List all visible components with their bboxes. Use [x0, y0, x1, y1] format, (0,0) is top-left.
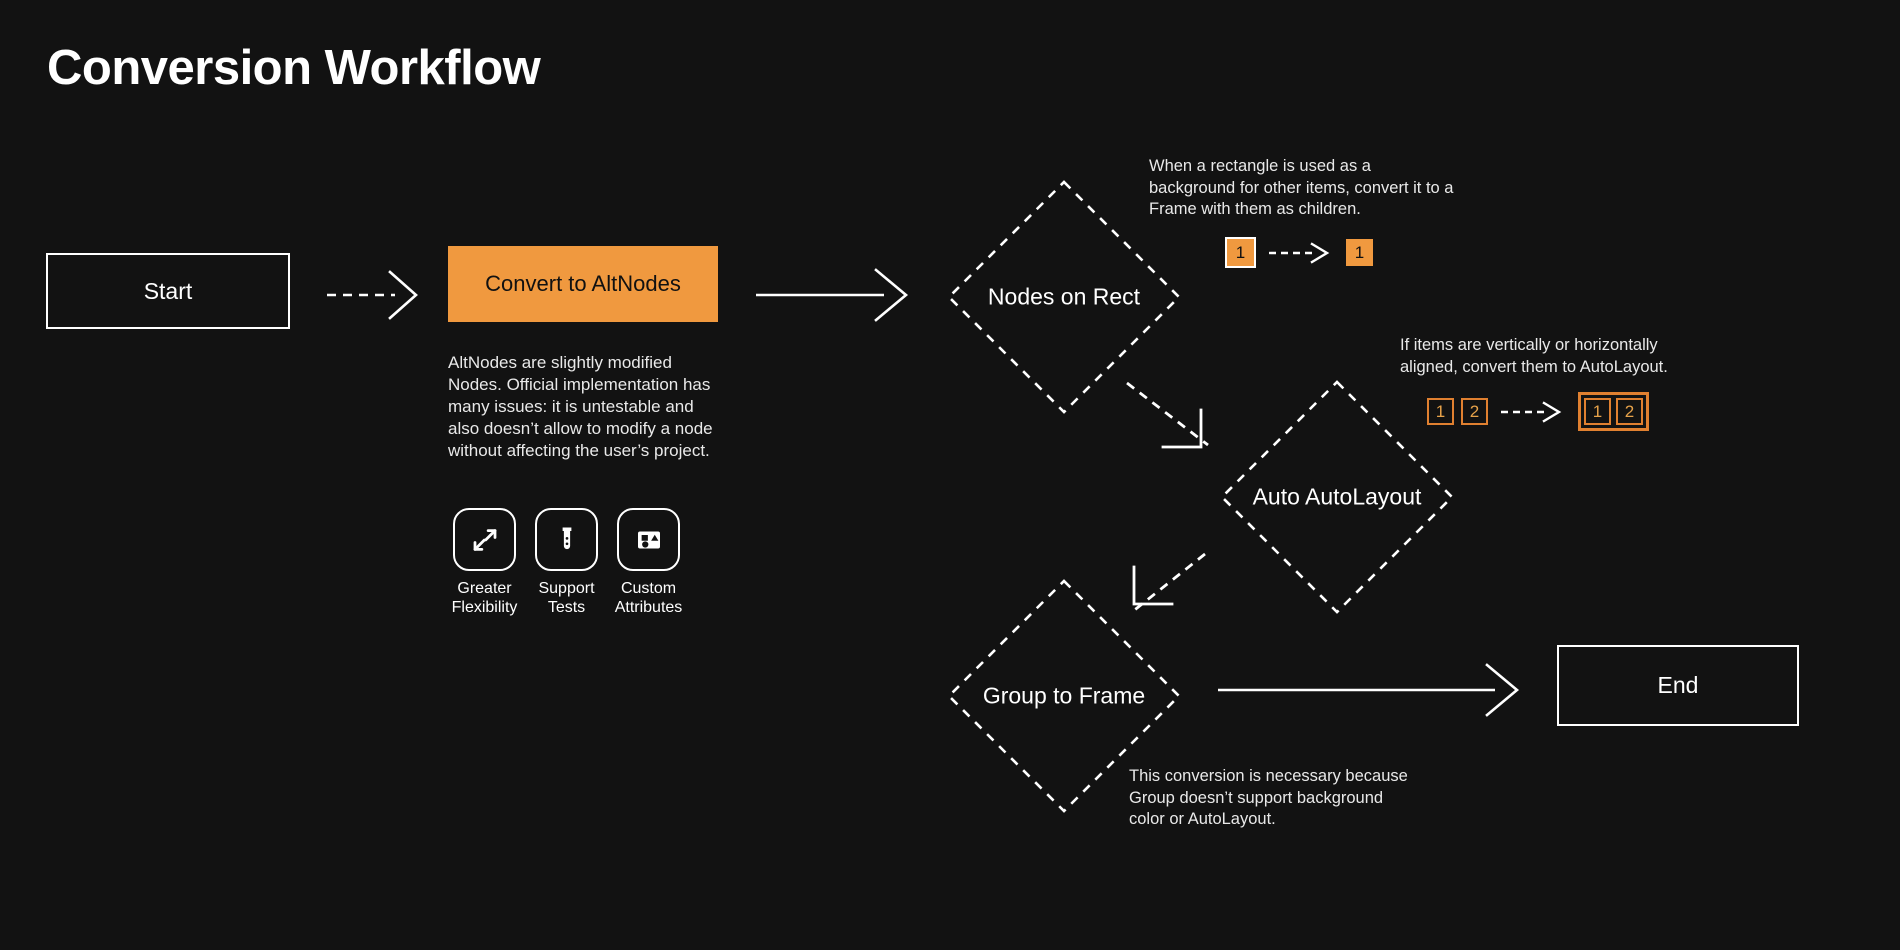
mini-arrow-icon [1501, 400, 1562, 423]
feature-greater-flexibility[interactable]: Greater Flexibility [452, 508, 517, 618]
feature-list: Greater Flexibility Support Tests [452, 508, 683, 618]
feature-card[interactable] [535, 508, 598, 571]
feature-label: Custom Attributes [614, 580, 683, 616]
feature-card[interactable] [453, 508, 516, 571]
annotation-nodes-on-rect-text: When a rectangle is used as a background… [1149, 157, 1454, 219]
node-auto-autolayout-label: Auto AutoLayout [1252, 483, 1422, 510]
node-nodes-on-rect-label: Nodes on Rect [987, 283, 1141, 310]
node-end[interactable]: End [1557, 645, 1799, 726]
badge-before-1: 1 [1427, 398, 1454, 425]
shapes-icon [637, 531, 660, 548]
feature-custom-attributes[interactable]: Custom Attributes [614, 508, 683, 618]
node-convert-to-altnodes[interactable]: Convert to AltNodes [448, 246, 718, 322]
feature-label: Greater Flexibility [451, 580, 518, 616]
node-group-to-frame[interactable]: Group to Frame [945, 577, 1183, 815]
badge-after-1: 1 [1584, 398, 1611, 425]
node-auto-autolayout[interactable]: Auto AutoLayout [1218, 378, 1456, 616]
diamond-shape [1220, 380, 1454, 614]
mini-arrow-icon [1269, 241, 1330, 264]
connector-grouptoframe-to-end [1218, 663, 1520, 717]
connector-convert-to-nodesonrect [756, 268, 909, 322]
annotation-nodes-on-rect-badges: 1 1 [1225, 237, 1373, 268]
node-start-label: Start [143, 277, 193, 304]
node-end-label: End [1657, 672, 1699, 698]
badge-before-2: 2 [1461, 398, 1488, 425]
feature-support-tests[interactable]: Support Tests [534, 508, 599, 618]
convert-description: AltNodes are slightly modified Nodes. Of… [448, 353, 713, 461]
annotation-auto-autolayout-badges: 1 2 1 2 [1427, 392, 1649, 431]
page-title: Conversion Workflow [47, 41, 541, 95]
annotation-group-to-frame-text: This conversion is necessary because Gro… [1129, 767, 1408, 829]
badge-after-1: 1 [1346, 239, 1373, 266]
feature-label: Support Tests [538, 580, 595, 616]
expand-arrows-icon [473, 528, 496, 551]
test-tube-icon [562, 527, 571, 549]
node-convert-label: Convert to AltNodes [485, 271, 681, 296]
node-group-to-frame-label: Group to Frame [982, 682, 1146, 709]
diamond-shape [947, 180, 1181, 414]
connector-start-to-convert [327, 270, 418, 320]
node-nodes-on-rect[interactable]: Nodes on Rect [945, 178, 1183, 416]
node-start[interactable]: Start [46, 253, 290, 329]
annotation-auto-autolayout-text: If items are vertically or horizontally … [1400, 336, 1668, 376]
badge-group-framed: 1 2 [1578, 392, 1649, 431]
badge-after-2: 2 [1616, 398, 1643, 425]
diamond-shape [947, 579, 1181, 813]
feature-card[interactable] [617, 508, 680, 571]
badge-before-1: 1 [1225, 237, 1256, 268]
